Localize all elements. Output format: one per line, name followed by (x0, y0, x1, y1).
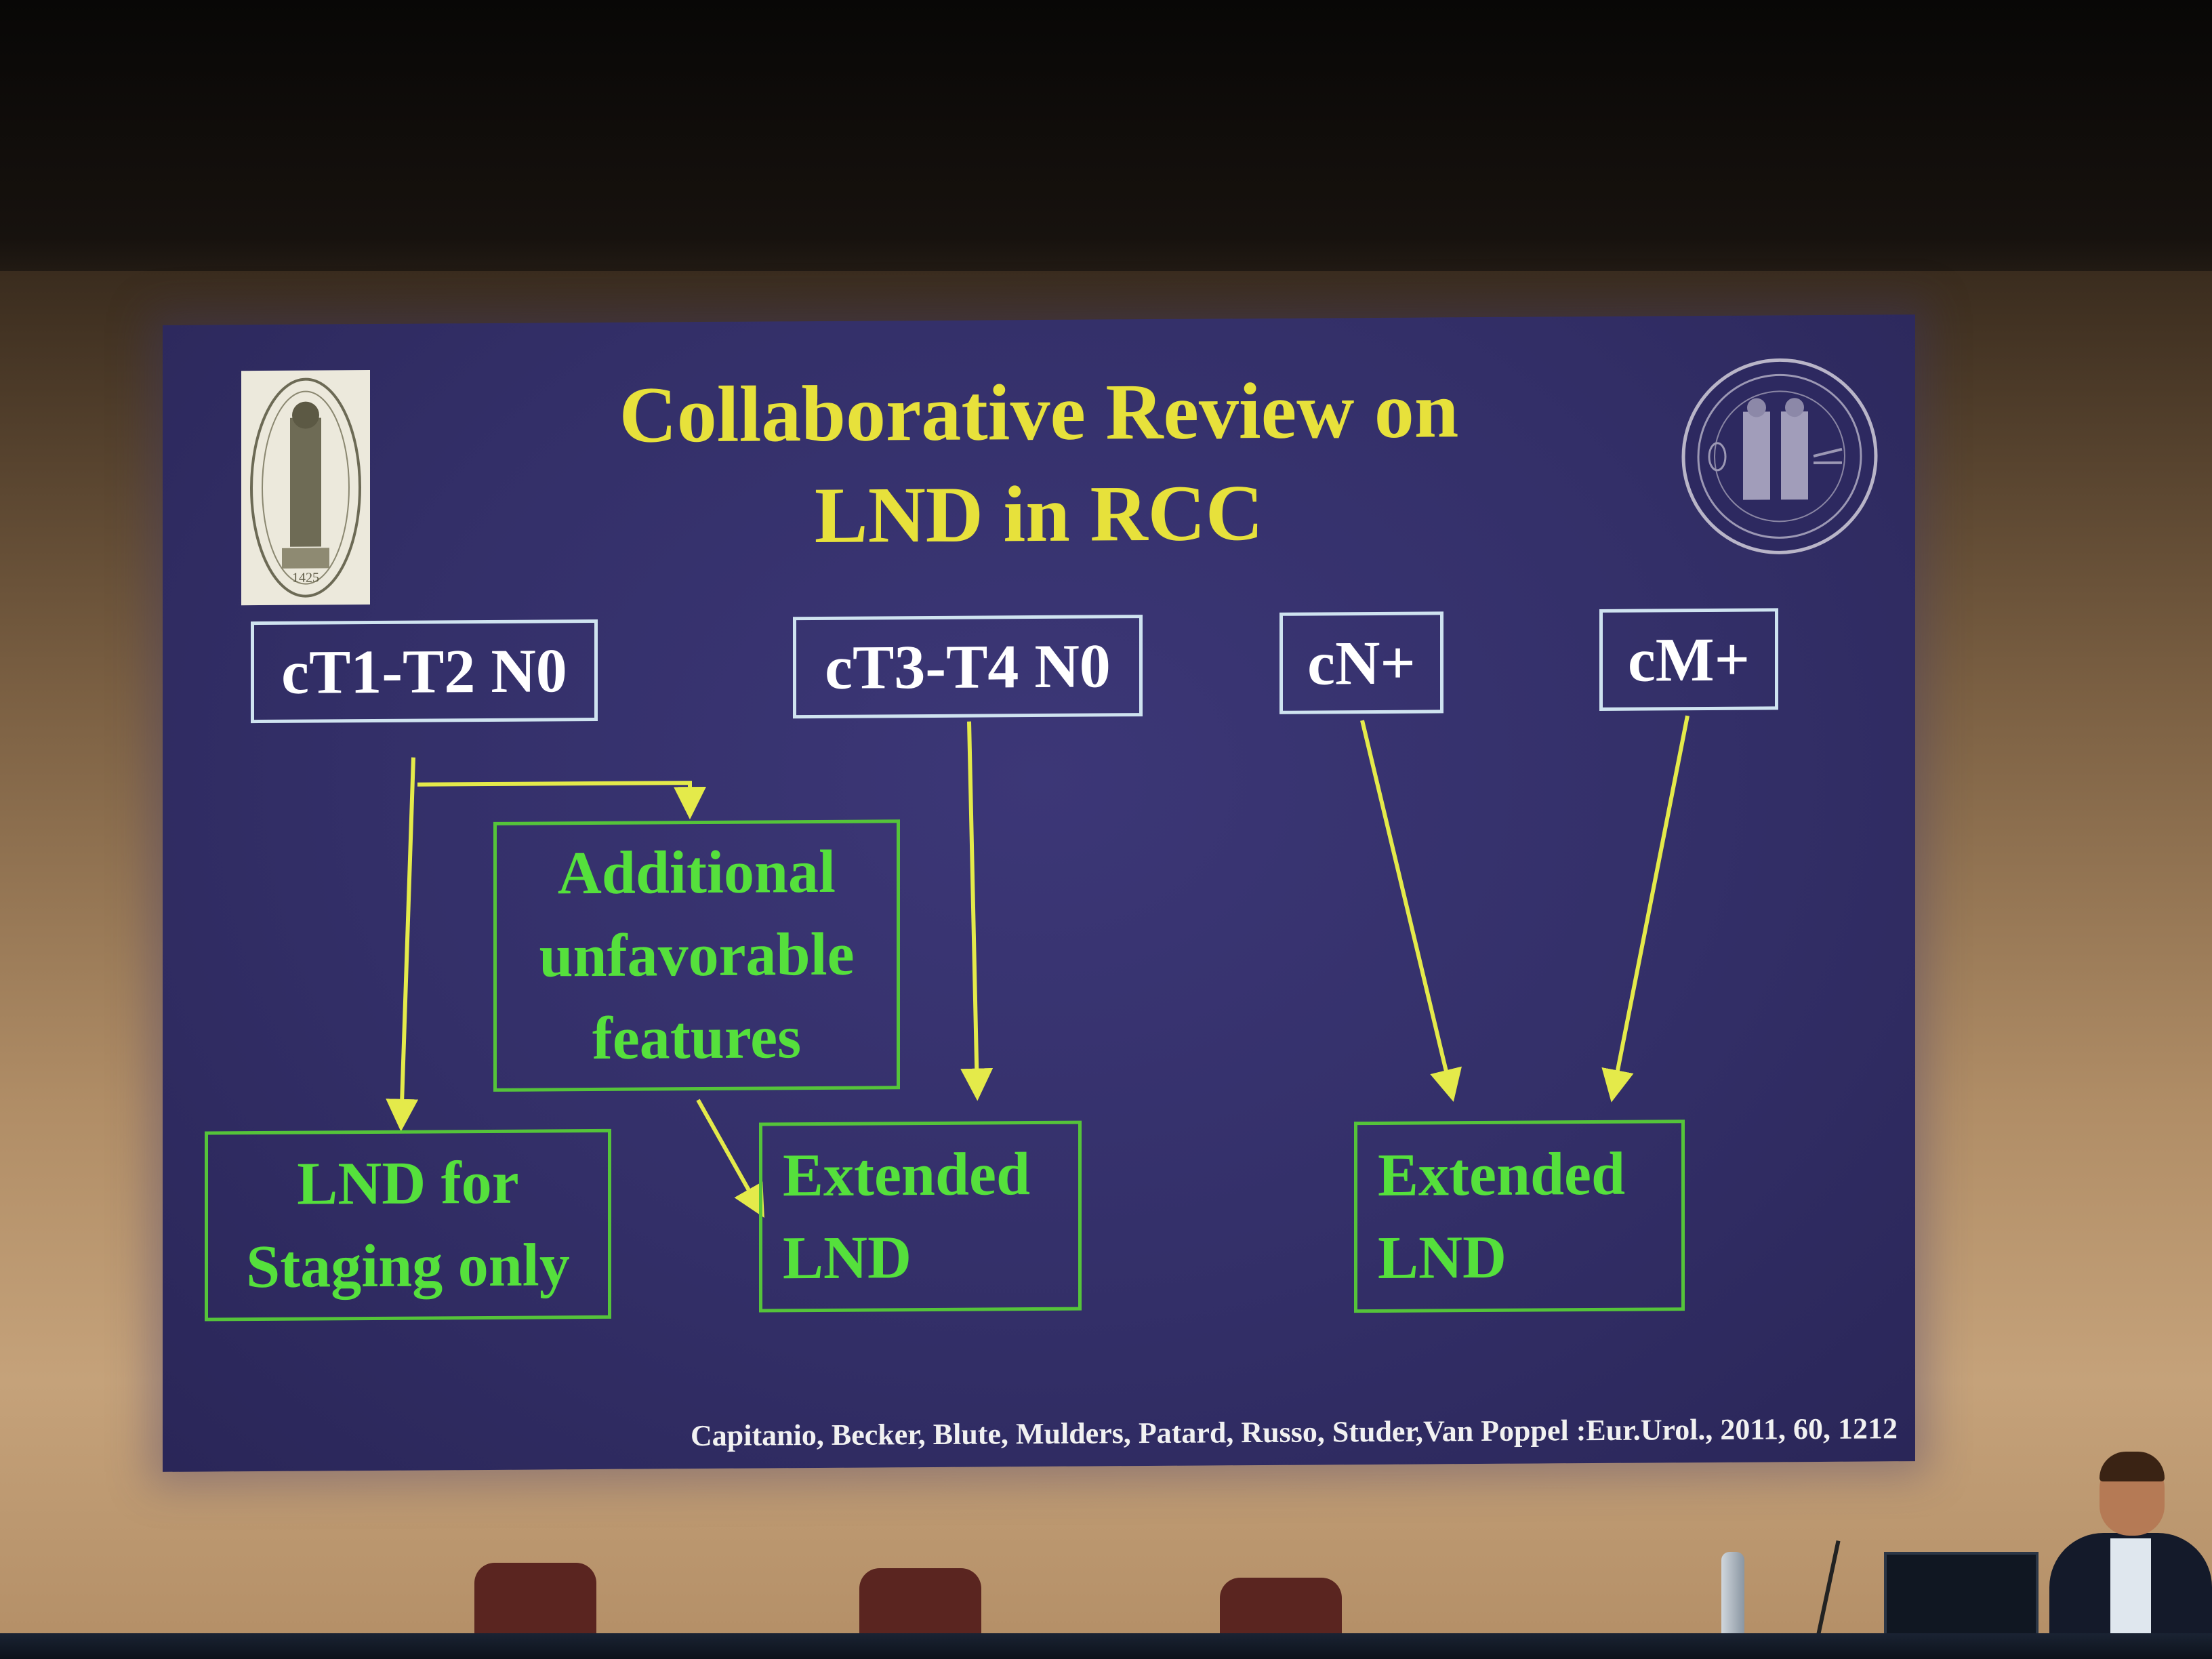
arrow-cm-to-extended (1601, 715, 1689, 1103)
stage-label: cN+ (1307, 628, 1416, 698)
arrow-ct3-to-extended (960, 721, 994, 1101)
stage-box-ct1-t2-n0: cT1-T2 N0 (251, 619, 598, 724)
features-line: unfavorable (539, 920, 855, 990)
outcome-line: Extended (783, 1141, 1031, 1210)
panel-table (0, 1633, 2212, 1659)
stage-label: cT1-T2 N0 (281, 636, 567, 707)
extended-lnd-box-1: Extended LND (759, 1120, 1082, 1313)
university-seal-logo-right (1678, 354, 1881, 558)
stage-box-cn-plus: cN+ (1279, 611, 1443, 714)
arrow-ct1-to-additional (417, 781, 706, 820)
features-line: Additional (557, 838, 836, 907)
lnd-staging-only-box: LND for Staging only (205, 1128, 611, 1322)
university-seal-logo-left: 1425 (241, 370, 370, 606)
outcome-line: LND (783, 1224, 912, 1292)
features-line: features (592, 1004, 802, 1073)
stage-label: cM+ (1627, 624, 1750, 695)
flow-arrows (386, 715, 1689, 1218)
projected-slide: Collaborative Review on LND in RCC 1425 (163, 314, 1915, 1472)
seal-year: 1425 (292, 570, 319, 585)
stage-label: cT3-T4 N0 (825, 631, 1111, 702)
arrow-ct1-to-staging (386, 757, 419, 1132)
outcome-line: LND (1378, 1223, 1507, 1292)
dark-ceiling (0, 0, 2212, 298)
outcome-line: LND for (297, 1149, 519, 1218)
extended-lnd-box-2: Extended LND (1354, 1120, 1685, 1313)
water-bottle (1721, 1552, 1744, 1647)
arrow-additional-to-extended (696, 1099, 764, 1218)
stage-box-cm-plus: cM+ (1599, 608, 1778, 711)
stage-box-ct3-t4-n0: cT3-T4 N0 (793, 615, 1143, 719)
speaker-hair (2100, 1452, 2165, 1481)
outcome-line: Extended (1378, 1140, 1626, 1209)
arrow-cn-to-extended (1360, 720, 1462, 1102)
outcome-line: Staging only (246, 1231, 570, 1301)
additional-features-box: Additional unfavorable features (493, 819, 900, 1092)
